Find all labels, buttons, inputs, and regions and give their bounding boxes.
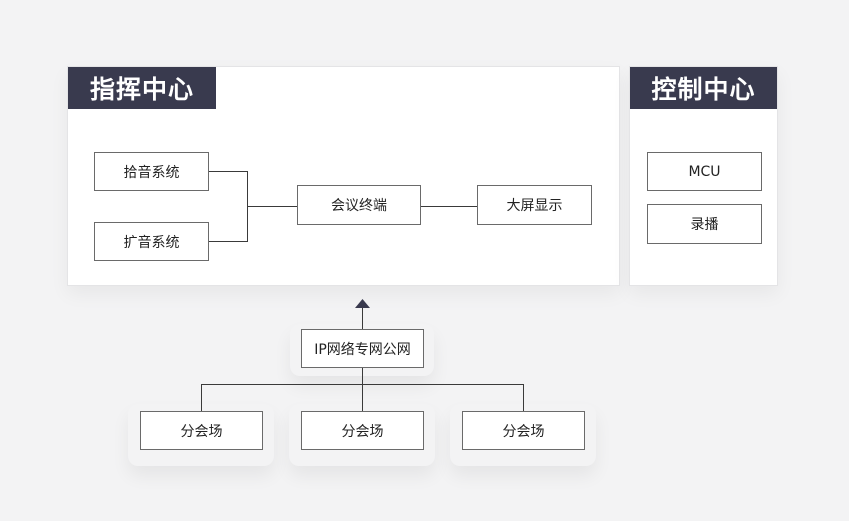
conference-terminal-box[interactable]: 会议终端: [297, 185, 421, 225]
amplify-system-box[interactable]: 扩音系统: [94, 222, 209, 261]
recording-box[interactable]: 录播: [647, 204, 762, 244]
mcu-box[interactable]: MCU: [647, 152, 762, 191]
control-center-title: 控制中心: [630, 67, 777, 109]
arrow-up-icon: [355, 299, 370, 308]
pickup-system-box[interactable]: 拾音系统: [94, 152, 209, 191]
ip-network-box[interactable]: IP网络专网公网: [301, 329, 424, 368]
command-center-title: 指挥中心: [68, 67, 216, 109]
branch-venue-box[interactable]: 分会场: [301, 411, 424, 450]
large-screen-display-box[interactable]: 大屏显示: [477, 185, 592, 225]
branch-venue-box[interactable]: 分会场: [140, 411, 263, 450]
branch-venue-box[interactable]: 分会场: [462, 411, 585, 450]
